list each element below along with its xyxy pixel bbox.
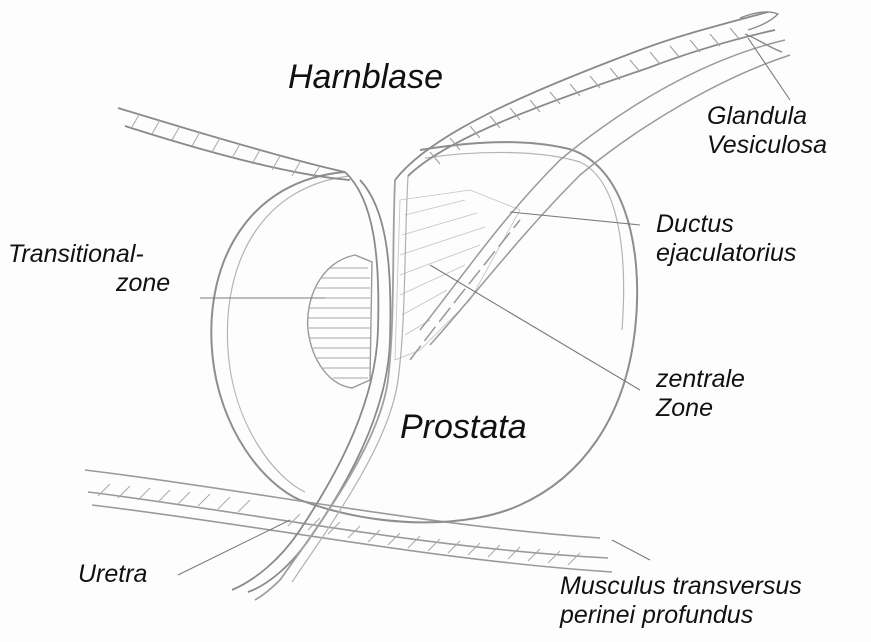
- label-musculus-line2: perinei profundus: [560, 601, 802, 630]
- label-ductus-line1: Ductus: [656, 210, 796, 239]
- label-glandula-vesiculosa: Glandula Vesiculosa: [707, 102, 827, 160]
- leader-ductus: [510, 212, 640, 225]
- label-glandula-line2: Vesiculosa: [707, 131, 827, 160]
- label-zentrale-line1: zentrale: [656, 365, 745, 394]
- transitional-zone: [308, 255, 372, 388]
- label-musculus-transversus: Musculus transversus perinei profundus: [560, 572, 802, 630]
- bladder-wall-left-hatch: [132, 113, 320, 178]
- label-ductus-ejaculatorius: Ductus ejaculatorius: [656, 210, 796, 268]
- label-glandula-line1: Glandula: [707, 102, 827, 131]
- leader-uretra: [178, 520, 290, 575]
- leader-musculus: [612, 540, 650, 560]
- central-zone: [395, 190, 520, 360]
- label-prostata: Prostata: [400, 408, 527, 447]
- prostate-outline: [211, 142, 637, 522]
- label-zentrale-zone: zentrale Zone: [656, 365, 745, 423]
- label-transitional-zone: Transitional- zone: [8, 240, 170, 298]
- leader-lines: [178, 38, 790, 575]
- label-uretra: Uretra: [78, 560, 147, 589]
- label-transitional-line2: zone: [8, 269, 170, 298]
- label-ductus-line2: ejaculatorius: [656, 239, 796, 268]
- label-zentrale-line2: Zone: [656, 394, 745, 423]
- muscle-hatching: [98, 484, 580, 565]
- bladder-wall-left: [118, 108, 350, 180]
- label-harnblase: Harnblase: [288, 58, 443, 97]
- leader-zentrale: [430, 265, 640, 390]
- label-musculus-line1: Musculus transversus: [560, 572, 802, 601]
- label-transitional-line1: Transitional-: [8, 240, 170, 269]
